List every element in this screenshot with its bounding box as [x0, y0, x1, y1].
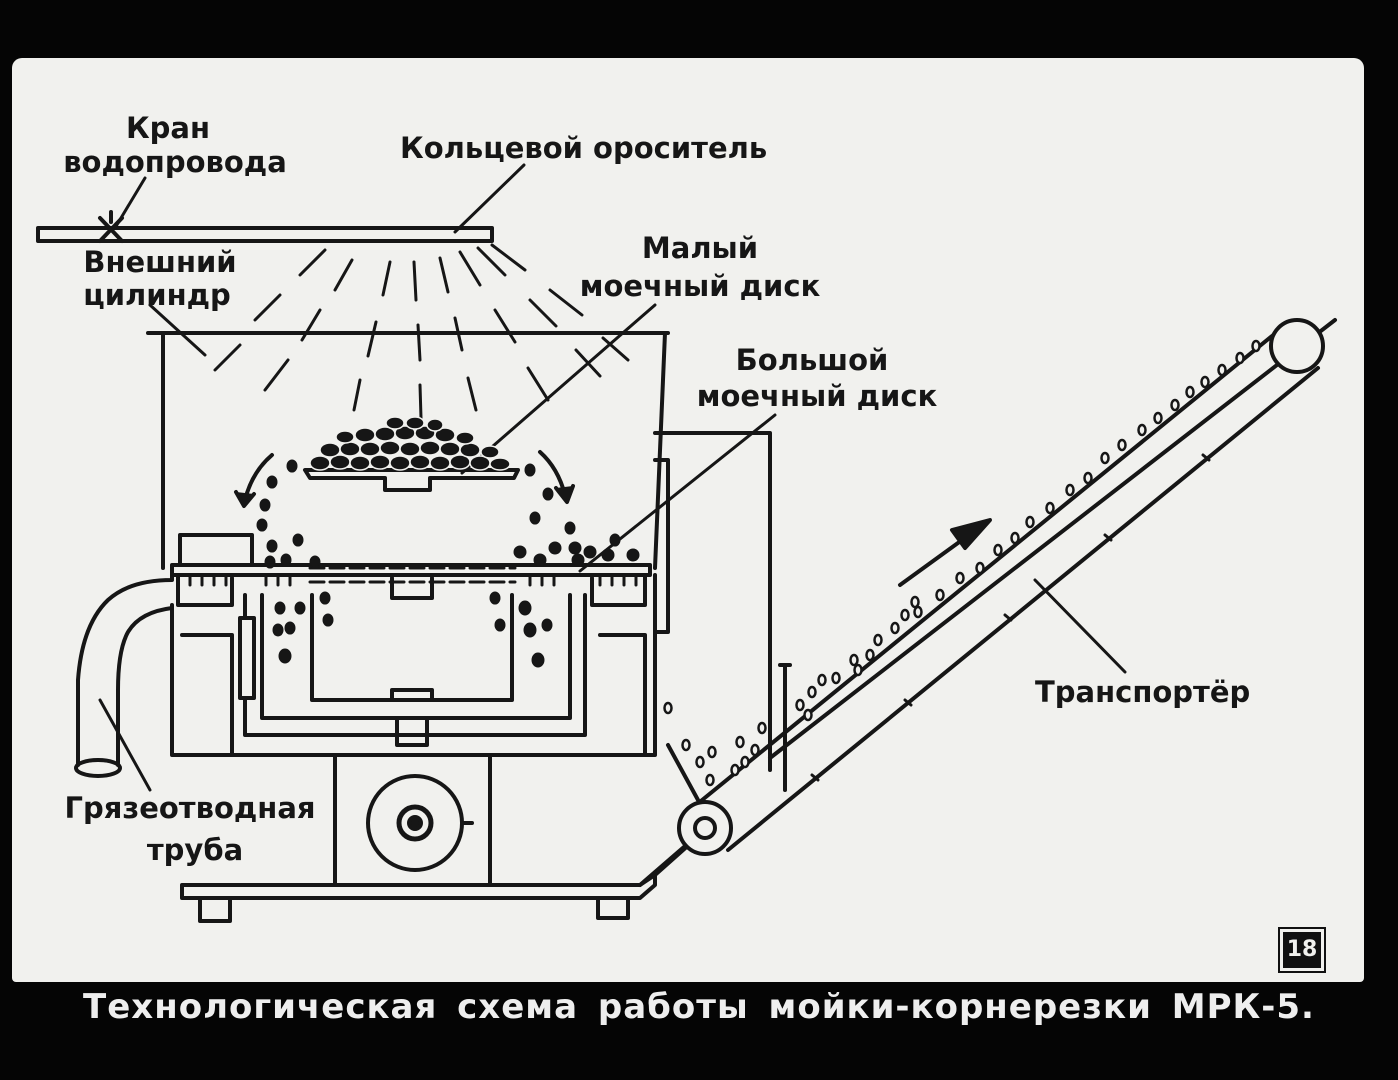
leader-lines [98, 163, 1127, 792]
transported-produce [663, 339, 1261, 787]
slide-panel: Кран водопровода Кольцевой ороситель Вне… [12, 58, 1364, 982]
label-transporter: Транспортёр [1035, 675, 1250, 709]
label-water-tap-line2: водопровода [63, 145, 287, 179]
outer-cylinder [146, 331, 670, 570]
produce-pile [309, 416, 511, 471]
transporter-direction-arrow [898, 518, 992, 587]
label-large-disc-line2: моечный диск [697, 379, 938, 413]
slide-caption: Технологическая схема работы мойки-корне… [83, 987, 1315, 1027]
water-supply-pipe [36, 226, 494, 243]
label-small-disc-line1: Малый [642, 231, 758, 265]
large-washing-disc [170, 533, 652, 607]
label-small-disc-line2: моечный диск [580, 269, 821, 303]
label-drain-pipe-line1: Грязеотводная [64, 791, 315, 825]
flow-arrow-left [234, 453, 274, 508]
inner-bowl [170, 573, 657, 757]
transporter-belt [677, 318, 1337, 856]
label-drain-pipe-line2: труба [147, 833, 243, 867]
frame-number-badge: 18 [1278, 927, 1326, 973]
machine-diagram: Кран водопровода Кольцевой ороситель Вне… [36, 111, 1337, 923]
water-spray [213, 243, 630, 420]
small-washing-disc [303, 468, 520, 492]
base-frame [180, 833, 702, 923]
flow-arrow-right [538, 450, 575, 504]
label-large-disc-line1: Большой [736, 343, 889, 377]
label-water-tap-line1: Кран [126, 111, 210, 145]
label-outer-cylinder-line2: цилиндр [83, 278, 231, 312]
label-ring-sprinkler: Кольцевой ороситель [400, 131, 767, 165]
falling-produce [256, 459, 640, 668]
drain-pipe [74, 573, 174, 778]
side-housing [653, 431, 792, 802]
label-outer-cylinder-line1: Внешний [83, 245, 236, 279]
motor-housing [333, 753, 492, 887]
